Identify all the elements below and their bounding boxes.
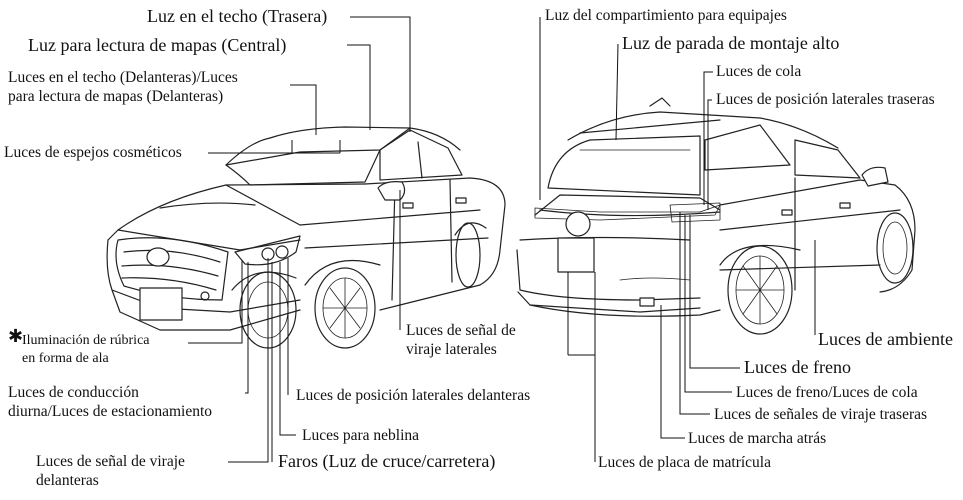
- label-license-plate-lights: Luces de placa de matrícula: [598, 454, 771, 471]
- label-front-turn-signals-line1: Luces de señal de viraje: [36, 453, 185, 470]
- label-vanity-mirror-lights: Luces de espejos cosméticos: [4, 144, 182, 161]
- label-drl-parking-lights: Luces de conducción diurna/Luces de esta…: [8, 383, 212, 422]
- label-rear-side-position-lights: Luces de posición laterales traseras: [716, 91, 935, 108]
- label-brake-lights: Luces de freno: [744, 357, 851, 377]
- label-side-turn-signals-line1: Luces de señal de: [406, 322, 516, 339]
- label-rear-turn-signals: Luces de señales de viraje traseras: [714, 406, 928, 423]
- label-headlights: Faros (Luz de cruce/carretera): [278, 451, 496, 471]
- label-roof-light-rear: Luz en el techo (Trasera): [147, 6, 328, 26]
- label-roof-map-lights-front-line1: Luces en el techo (Delanteras)/Luces: [8, 69, 238, 86]
- asterisk-icon: ✱: [8, 326, 24, 347]
- label-luggage-compartment-light: Luz del compartimiento para equipajes: [545, 7, 787, 24]
- label-side-turn-signals-line2: viraje laterales: [406, 341, 497, 359]
- label-front-turn-signals-line2: delanteras: [36, 472, 99, 490]
- label-drl-parking-lights-line1: Luces de conducción: [8, 384, 139, 401]
- label-front-side-position-lights: Luces de posición laterales delanteras: [296, 387, 531, 404]
- label-wing-signature-lighting: ✱ Iluminación de rúbrica en forma de ala: [8, 326, 150, 367]
- label-front-turn-signals: Luces de señal de viraje delanteras: [36, 452, 185, 491]
- label-high-mount-stop-light: Luz de parada de montaje alto: [622, 33, 840, 53]
- label-drl-parking-lights-line2: diurna/Luces de estacionamiento: [8, 403, 213, 421]
- label-map-light-center: Luz para lectura de mapas (Central): [28, 35, 287, 55]
- label-tail-lights: Luces de cola: [716, 63, 802, 80]
- label-brake-tail-lights: Luces de freno/Luces de cola: [736, 384, 918, 401]
- label-ambient-lights: Luces de ambiente: [818, 329, 953, 349]
- label-roof-map-lights-front-line2: para lectura de mapas (Delanteras): [8, 88, 224, 106]
- label-wing-signature-lighting-line2: en forma de ala: [22, 350, 109, 366]
- label-roof-map-lights-front: Luces en el techo (Delanteras)/Luces par…: [8, 68, 238, 107]
- label-reverse-lights: Luces de marcha atrás: [688, 430, 827, 447]
- label-fog-lights: Luces para neblina: [302, 427, 420, 444]
- label-wing-signature-lighting-line1: Iluminación de rúbrica: [22, 333, 150, 348]
- label-side-turn-signals: Luces de señal de viraje laterales: [406, 321, 516, 360]
